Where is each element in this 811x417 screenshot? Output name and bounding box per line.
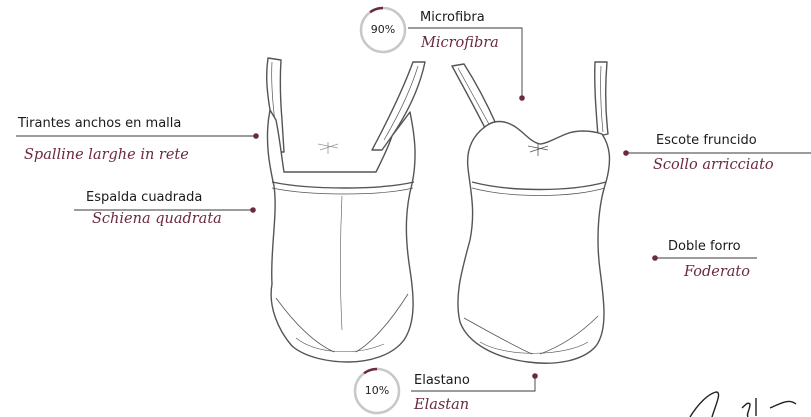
leotard-front-view (452, 62, 609, 363)
microfibra-label-it: Microfibra (421, 35, 499, 51)
forro-label-es: Doble forro (668, 239, 741, 254)
elastano-percent: 10% (357, 384, 397, 397)
forro-label-it: Foderato (684, 264, 750, 280)
elastano-label-es: Elastano (414, 373, 470, 388)
signature-mark (690, 392, 796, 417)
espalda-label-it: Schiena quadrata (92, 211, 222, 227)
microfibra-percent: 90% (363, 23, 403, 36)
escote-label-es: Escote fruncido (656, 133, 757, 148)
leotard-back-view (267, 58, 425, 362)
tirantes-label-it: Spalline larghe in rete (24, 147, 189, 163)
back-ruching-mark (318, 142, 338, 154)
microfibra-label-es: Microfibra (420, 10, 485, 25)
escote-label-it: Scollo arricciato (653, 157, 774, 173)
elastano-label-it: Elastan (414, 397, 469, 413)
tirantes-label-es: Tirantes anchos en malla (18, 116, 181, 131)
espalda-label-es: Espalda cuadrada (86, 190, 202, 205)
